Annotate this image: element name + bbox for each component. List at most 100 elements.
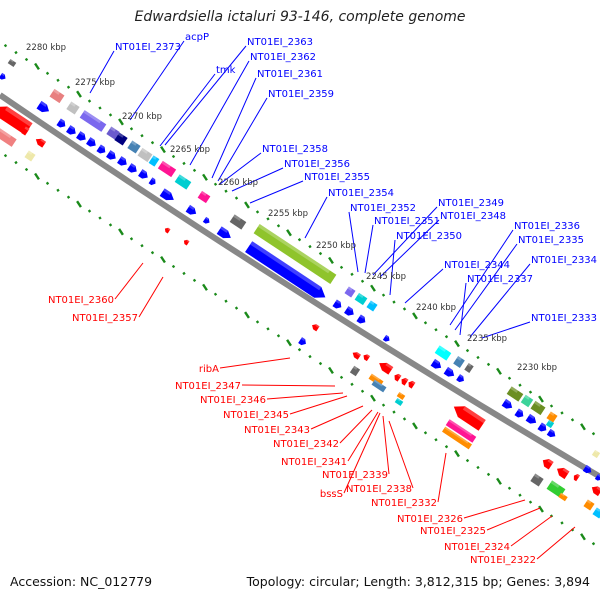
gene-shape — [352, 352, 361, 360]
tick-mark — [486, 362, 491, 367]
tick-mark — [14, 160, 18, 165]
tick-mark — [56, 78, 60, 82]
label-leader-line — [364, 224, 374, 274]
gene-highlight — [120, 156, 126, 161]
forward-gene-label: NT01EI_2336 — [514, 221, 580, 232]
forward-gene — [36, 100, 50, 113]
gene-shape — [127, 140, 141, 154]
tick-mark — [308, 244, 312, 249]
tick-mark — [507, 376, 512, 380]
kbp-label: 2260 kbp — [218, 178, 258, 188]
gene-shape — [76, 131, 86, 141]
reverse-gene-label: NT01EI_2332 — [371, 498, 437, 509]
gene-shape — [366, 300, 378, 312]
kbp-label: 2265 kbp — [170, 145, 210, 155]
tick-mark — [34, 62, 40, 71]
tick-mark — [591, 432, 596, 436]
gene-shape — [164, 227, 171, 234]
accession-text: Accession: NC_012779 — [10, 574, 153, 589]
gene-shape — [592, 507, 600, 519]
tick-mark — [412, 422, 418, 430]
gene-feature — [24, 150, 36, 162]
tick-mark — [496, 477, 502, 485]
forward-gene — [138, 169, 148, 179]
gene-highlight — [69, 125, 75, 130]
tick-mark — [465, 458, 470, 463]
gene-shape — [456, 374, 464, 383]
gene-highlight — [369, 300, 375, 305]
gene-shape — [537, 422, 547, 432]
tick-mark — [171, 264, 176, 269]
gene-shape — [24, 150, 36, 162]
gene-shape — [298, 337, 306, 346]
gene-highlight — [69, 101, 76, 107]
tick-mark — [129, 127, 134, 131]
gene-shape — [174, 174, 192, 190]
gene-shape — [530, 400, 546, 416]
forward-gene — [546, 428, 556, 438]
gene-shape — [49, 88, 65, 104]
label-leader-line — [389, 239, 396, 296]
forward-gene-label: NT01EI_2359 — [268, 89, 334, 100]
gene-shape — [56, 118, 66, 128]
label-leader-line — [339, 409, 373, 444]
gene-highlight — [385, 334, 389, 339]
tick-mark — [202, 283, 208, 291]
label-leader-line — [89, 50, 115, 94]
gene-shape — [453, 356, 465, 368]
reverse-gene-label: NT01EI_2326 — [397, 514, 463, 525]
gene-shape — [197, 190, 211, 204]
tick-mark — [66, 195, 71, 199]
gene-feature — [506, 386, 524, 402]
tick-mark — [528, 500, 533, 504]
gene-highlight — [397, 373, 402, 378]
forward-gene-label: NT01EI_2335 — [518, 235, 584, 246]
gene-highlight — [89, 137, 95, 142]
forward-gene — [245, 241, 326, 298]
gene-shape — [20, 126, 30, 136]
tick-mark — [192, 278, 197, 283]
gene-highlight — [39, 100, 47, 107]
gene-feature — [530, 400, 546, 416]
label-leader-line — [388, 420, 414, 489]
tick-mark — [360, 279, 365, 283]
gene-shape — [453, 406, 486, 431]
reverse-gene — [453, 406, 486, 431]
forward-gene-label: NT01EI_2350 — [396, 231, 462, 242]
tick-mark — [140, 244, 144, 248]
gene-feature — [366, 300, 378, 312]
label-leader-line — [231, 167, 284, 192]
reverse-gene-label: bssS — [320, 489, 343, 500]
gene-highlight — [373, 379, 383, 387]
tick-mark — [150, 250, 155, 255]
gene-shape — [464, 363, 474, 373]
gene-feature — [197, 190, 211, 204]
gene-highlight — [117, 132, 124, 138]
label-leader-line — [219, 152, 262, 185]
tick-mark — [549, 404, 554, 408]
gene-shape — [312, 324, 320, 332]
gene-feature — [434, 345, 452, 361]
kbp-label: 2255 kbp — [268, 209, 308, 219]
gene-highlight — [257, 224, 330, 274]
tick-mark — [213, 182, 218, 186]
tick-mark — [350, 272, 354, 276]
tick-mark — [98, 106, 102, 110]
kbp-label: 2230 kbp — [517, 363, 557, 373]
gene-shape — [245, 241, 326, 298]
tick-mark — [286, 229, 292, 237]
forward-gene — [582, 464, 592, 474]
gene-shape — [344, 306, 354, 316]
label-leader-line — [266, 392, 344, 400]
gene-highlight — [549, 411, 555, 416]
tick-mark — [24, 167, 29, 172]
tick-mark — [118, 118, 124, 126]
reverse-gene — [20, 126, 30, 136]
gene-highlight — [315, 324, 320, 328]
gene-shape — [394, 397, 404, 407]
gene-highlight — [398, 391, 403, 396]
tick-mark — [339, 265, 344, 270]
tick-mark — [476, 465, 480, 470]
gene-highlight — [444, 426, 469, 444]
gene-shape — [0, 72, 6, 80]
